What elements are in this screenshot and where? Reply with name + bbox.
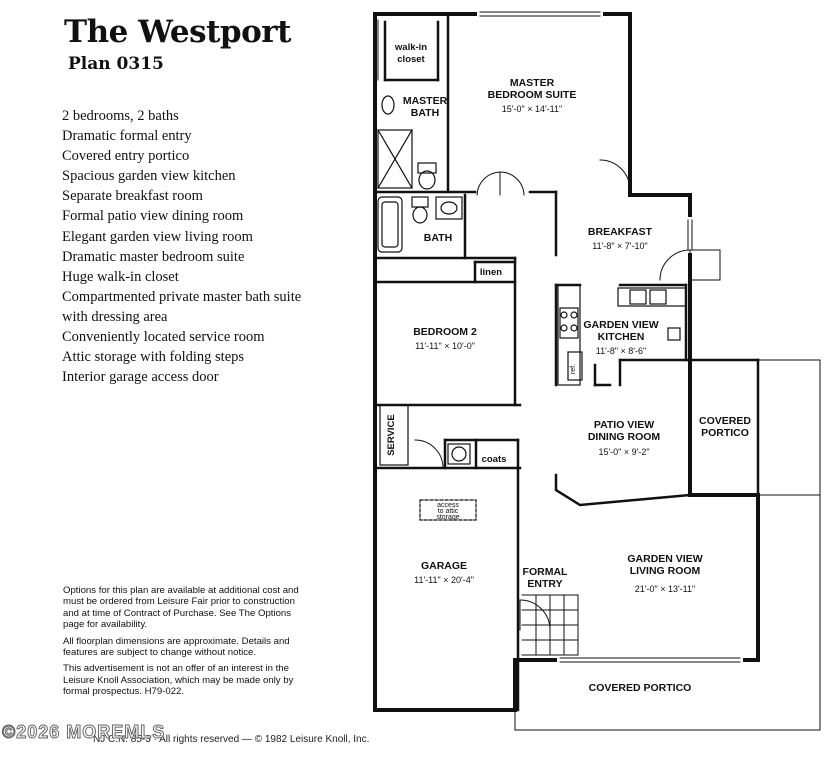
kitchen-dims: 11'-8" × 8'-6" — [596, 346, 646, 356]
coats-closet-label: coats — [482, 454, 507, 465]
linen-label: linen — [480, 267, 502, 278]
master-bedroom-label: BEDROOM SUITE — [488, 89, 577, 101]
feature-item: Formal patio view dining room — [62, 208, 244, 225]
feature-item: Elegant garden view living room — [62, 228, 253, 245]
dining-room-dims: 15'-0" × 9'-2" — [598, 447, 649, 457]
master-bedroom-label: MASTER — [510, 77, 555, 89]
feature-list: 2 bedrooms, 2 baths Dramatic formal entr… — [62, 106, 312, 387]
feature-item: Interior garage access door — [62, 369, 219, 386]
porch-outlines — [514, 359, 821, 731]
side-portico-label: COVERED — [699, 415, 751, 427]
refrigerator-label: ref. — [570, 364, 577, 374]
walk-in-closet-label: walk-in — [394, 42, 427, 53]
disclaimer-notes: Options for this plan are available at a… — [63, 585, 303, 703]
attic-access-label: to attic — [438, 508, 459, 515]
feature-item: Conveniently located service room — [62, 329, 265, 346]
living-room-dims: 21'-0" × 13'-11" — [635, 584, 695, 594]
living-room-label: GARDEN VIEW — [627, 553, 702, 565]
bath-fixtures — [377, 95, 471, 465]
watermark: ©2026 MOREMLS — [1, 722, 166, 743]
feature-item: 2 bedrooms, 2 baths — [62, 108, 179, 124]
note-dimensions: All floorplan dimensions are approximate… — [63, 635, 290, 659]
master-bath-label: BATH — [411, 107, 439, 119]
feature-item: Huge walk-in closet — [62, 268, 179, 285]
dining-room-label: PATIO VIEW — [594, 419, 654, 431]
formal-entry-label: ENTRY — [527, 578, 562, 590]
bedroom-2-label: BEDROOM 2 — [413, 326, 477, 338]
breakfast-dims: 11'-8" × 7'-10" — [592, 241, 647, 251]
bath-label: BATH — [424, 232, 452, 244]
plan-number: Plan 0315 — [68, 54, 164, 74]
garage-dims: 11'-11" × 20'-4" — [414, 575, 474, 585]
feature-item: Separate breakfast room — [62, 188, 203, 205]
master-bedroom-dims: 15'-0" × 14'-11" — [502, 104, 562, 114]
feature-item: Spacious garden view kitchen — [62, 168, 236, 185]
feature-item: Attic storage with folding steps — [62, 349, 245, 366]
side-portico-label: PORTICO — [701, 427, 749, 439]
kitchen-label: KITCHEN — [598, 331, 645, 343]
attic-access-label: access — [437, 502, 459, 509]
garage-label: GARAGE — [421, 560, 467, 572]
front-portico-label: COVERED PORTICO — [589, 682, 692, 694]
living-room-label: LIVING ROOM — [630, 565, 701, 577]
attic-access-label: storage — [436, 514, 459, 521]
plan-title: The Westport — [64, 14, 291, 50]
formal-entry-label: FORMAL — [523, 566, 568, 578]
windows — [374, 11, 743, 691]
service-room-label: SERVICE — [386, 414, 397, 456]
copyright-footer: NJ C.N. 85-3 · All rights reserved — © 1… — [93, 734, 370, 745]
master-bath-label: MASTER — [403, 95, 448, 107]
breakfast-label: BREAKFAST — [588, 226, 653, 238]
dining-room-label: DINING ROOM — [588, 431, 661, 443]
note-prospectus: This advertisement is not an offer of an… — [63, 663, 294, 698]
feature-item: Dramatic formal entry — [62, 128, 192, 145]
walk-in-closet-label: closet — [397, 54, 425, 65]
interior-walls — [373, 12, 760, 712]
feature-item: Compartmented private master bath suite … — [62, 288, 302, 325]
bedroom-2-dims: 11'-11" × 10'-0" — [415, 341, 475, 351]
feature-item: Covered entry portico — [62, 148, 190, 165]
kitchen-fixtures — [379, 284, 687, 521]
kitchen-label: GARDEN VIEW — [583, 319, 658, 331]
note-options: Options for this plan are available at a… — [63, 585, 299, 631]
feature-item: Dramatic master bedroom suite — [62, 248, 245, 265]
